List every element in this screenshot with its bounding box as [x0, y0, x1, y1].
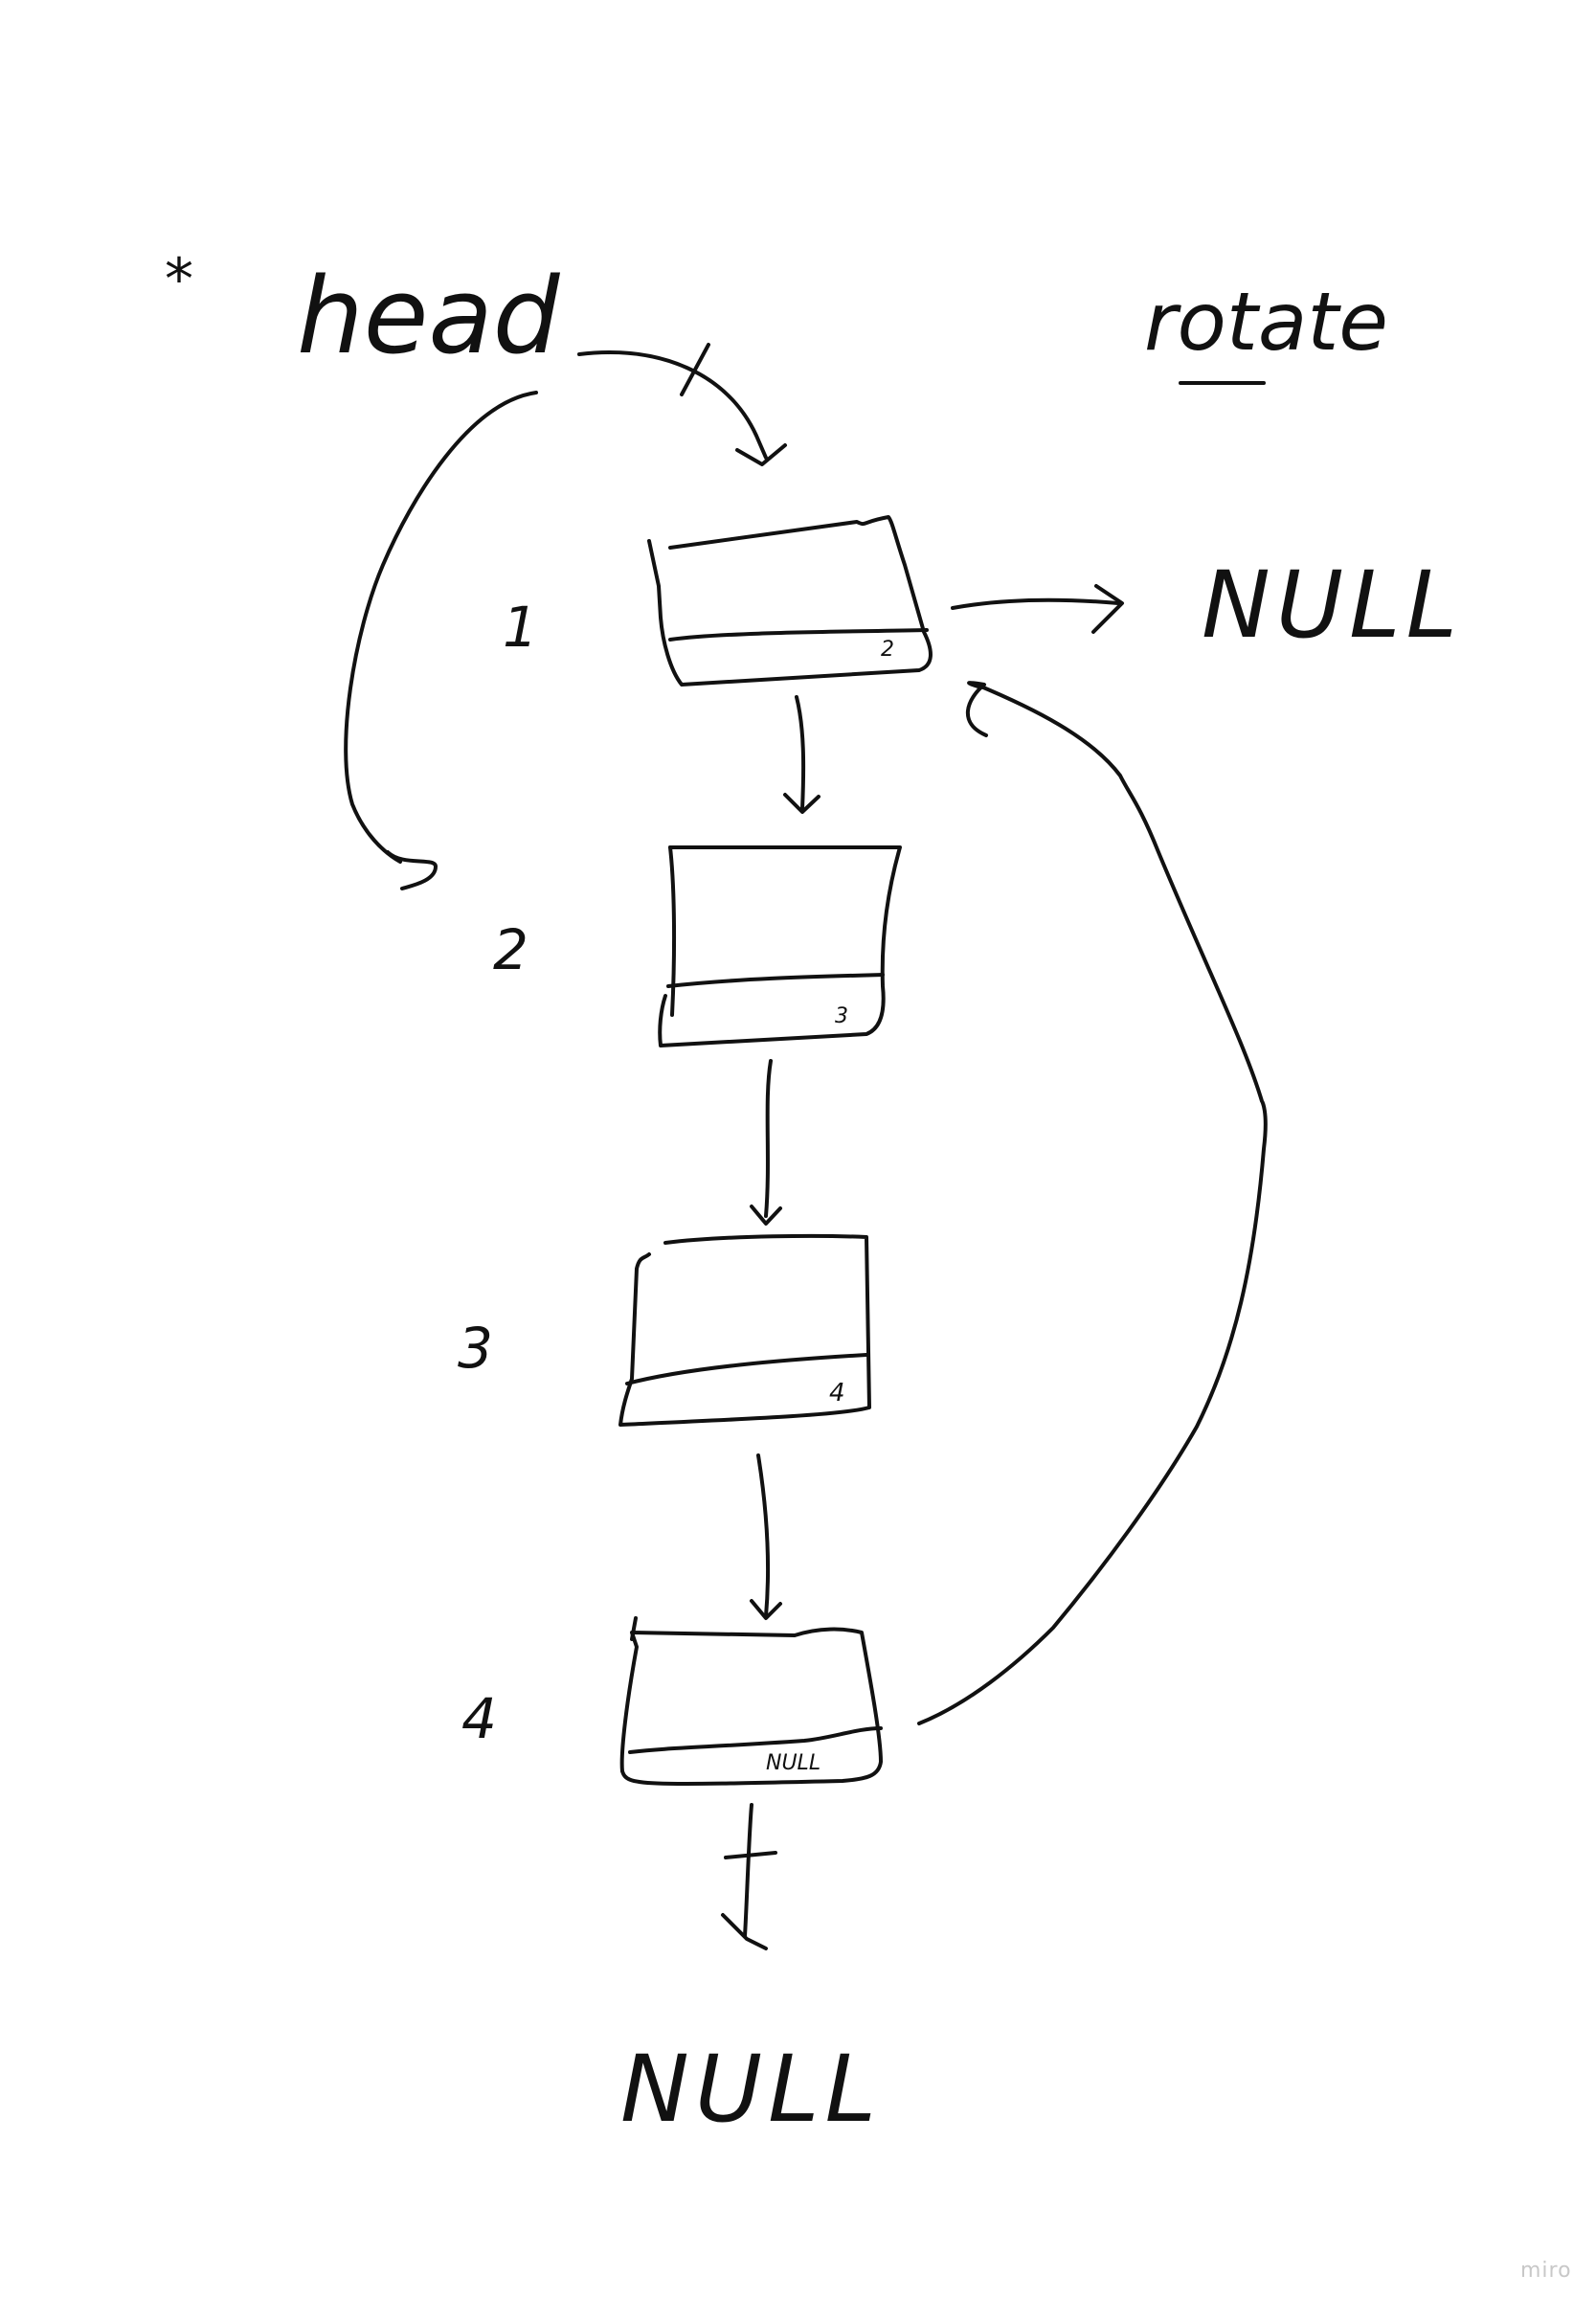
node1-divider [668, 628, 929, 642]
node-1: 2 [647, 515, 933, 687]
node2-next-label: 3 [835, 1004, 848, 1028]
node1-index: 1 [503, 595, 538, 660]
node3-to-node4-arrowhead [750, 1599, 782, 1620]
head-label: head [297, 255, 561, 377]
node4-box [619, 1627, 883, 1786]
node2-to-node3-arrow [764, 1059, 773, 1218]
node1-to-null-arrow [951, 597, 1120, 610]
head-to-node2-arrowhead [386, 850, 438, 890]
node4-to-null-arrowhead [721, 1913, 768, 1950]
node2-divider [666, 973, 885, 988]
node4-corner-tick [630, 1616, 638, 1641]
pointer-star: * [165, 246, 193, 313]
miro-watermark: miro [1520, 2259, 1572, 2283]
title-rotate: rotate [1144, 275, 1388, 369]
node3-box [618, 1233, 871, 1427]
node4-to-node1-arrow [917, 683, 1268, 1725]
node2-box [658, 845, 902, 1047]
node1-next-label: 2 [881, 638, 894, 662]
node3-next-label: 4 [829, 1379, 845, 1407]
node3-index: 3 [458, 1316, 493, 1381]
node3-divider [625, 1353, 868, 1385]
head-to-node1-arrowhead [735, 443, 787, 466]
node4-to-node1-arrowhead [966, 681, 988, 737]
null-right: NULL [1202, 552, 1463, 659]
node2-left-edge [668, 845, 677, 1017]
node2-index: 2 [493, 917, 528, 982]
node4-to-null-arrow [743, 1803, 753, 1938]
node4-next-label: NULL [766, 1751, 820, 1775]
node3-to-node4-arrow [756, 1453, 770, 1618]
node-4: NULL [619, 1616, 883, 1786]
node4-index: 4 [461, 1686, 497, 1751]
node1-to-null-arrowhead [1091, 584, 1124, 634]
node1-to-node2-arrow [795, 695, 806, 811]
node1-to-node2-arrowhead [783, 793, 820, 814]
node4-arrow-cross-mark [724, 1851, 777, 1859]
null-bottom: NULL [620, 2036, 882, 2143]
head-arrow-cross-mark [680, 343, 710, 396]
node2-to-node3-arrowhead [750, 1205, 782, 1226]
node-3: 4 [618, 1233, 871, 1427]
node-2: 3 [658, 845, 902, 1047]
head-to-node2-arrow [344, 391, 538, 864]
node4-divider [628, 1726, 883, 1754]
head-to-node1-arrow [577, 350, 768, 460]
